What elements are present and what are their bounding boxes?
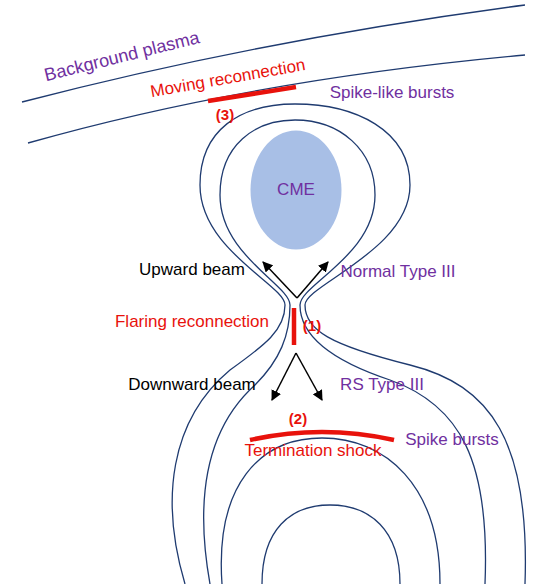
flare-loop [262,505,400,584]
callout-number: (3) [216,107,234,124]
radio-burst-label: RS Type III [340,376,424,395]
cme-ellipse: CME [250,130,342,250]
callout-number: (1) [303,318,321,335]
radio-burst-label: Spike bursts [405,431,499,450]
flaring-reconnection-site [292,308,297,345]
upward-beam-arrow [297,262,328,298]
callout-number: (2) [289,411,307,428]
upward-beam-arrow [263,262,297,298]
termination-shock-front [250,432,394,440]
node-title: CME [277,180,315,200]
process-label: Flaring reconnection [115,313,269,332]
beam-label: Upward beam [139,261,245,280]
beam-label: Downward beam [128,376,256,395]
node-shape [251,131,342,250]
flare-loop [221,438,440,584]
downward-beam-arrow [296,353,322,400]
magnetic-field-line [204,120,486,584]
process-label: Moving reconnection [149,56,307,102]
radio-burst-label: Normal Type III [341,263,456,282]
magnetic-field-line [172,104,525,584]
radio-burst-label: Spike-like bursts [330,84,455,103]
process-label: Termination shock [244,442,381,461]
downward-beam-arrow [272,353,296,400]
